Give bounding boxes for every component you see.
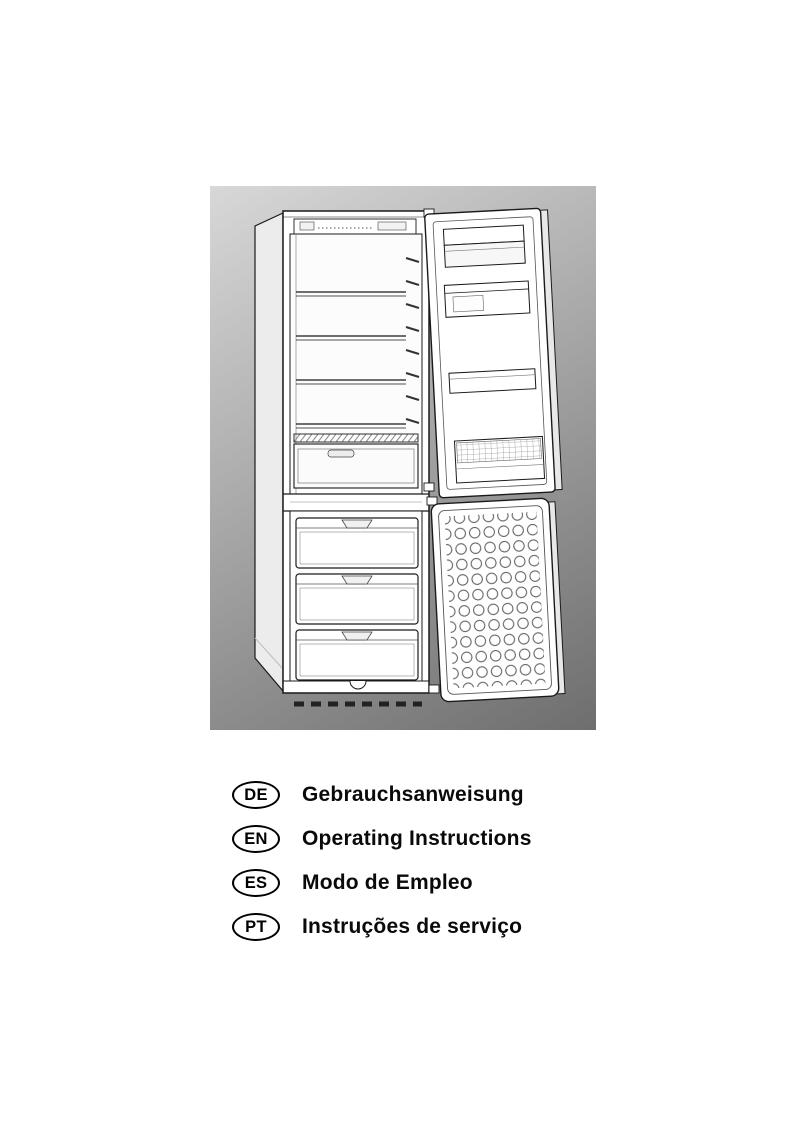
language-label-es: Modo de Empleo: [302, 871, 473, 894]
language-row-pt: PT Instruções de serviço: [232, 913, 532, 941]
language-row-en: EN Operating Instructions: [232, 825, 532, 853]
freezer-compartment: [289, 510, 423, 682]
plinth: [283, 680, 429, 707]
illustration-panel: [210, 186, 596, 730]
fridge-freezer-illustration: [254, 207, 566, 707]
middle-door-shelf: [448, 368, 537, 394]
freezer-drawer-1: [295, 517, 419, 569]
refrigerator-compartment: [289, 233, 423, 495]
language-label-de: Gebrauchsanweisung: [302, 783, 524, 806]
language-badge-es: ES: [232, 869, 280, 897]
dairy-compartment: [442, 224, 526, 268]
upper-door-bin: [443, 280, 531, 318]
door-hinges: [423, 208, 440, 694]
freezer-drawer-2: [295, 573, 419, 625]
language-label-pt: Instruções de serviço: [302, 915, 523, 938]
cabinet-side-panel: [254, 212, 284, 693]
freezer-drawer-3: [295, 629, 419, 681]
language-badge-de: DE: [232, 781, 280, 809]
freezer-door: [430, 497, 566, 703]
language-badge-pt: PT: [232, 913, 280, 941]
crisper-drawer: [293, 433, 419, 489]
language-label-en: Operating Instructions: [302, 827, 532, 850]
shelf-support-rail: [405, 256, 420, 425]
refrigerator-door: [424, 207, 563, 499]
freezer-door-dimple-panel: [444, 511, 546, 689]
language-index: DE Gebrauchsanweisung EN Operating Instr…: [232, 781, 532, 957]
language-row-de: DE Gebrauchsanweisung: [232, 781, 532, 809]
language-badge-en: EN: [232, 825, 280, 853]
bottle-bin: [453, 435, 546, 484]
language-row-es: ES Modo de Empleo: [232, 869, 532, 897]
